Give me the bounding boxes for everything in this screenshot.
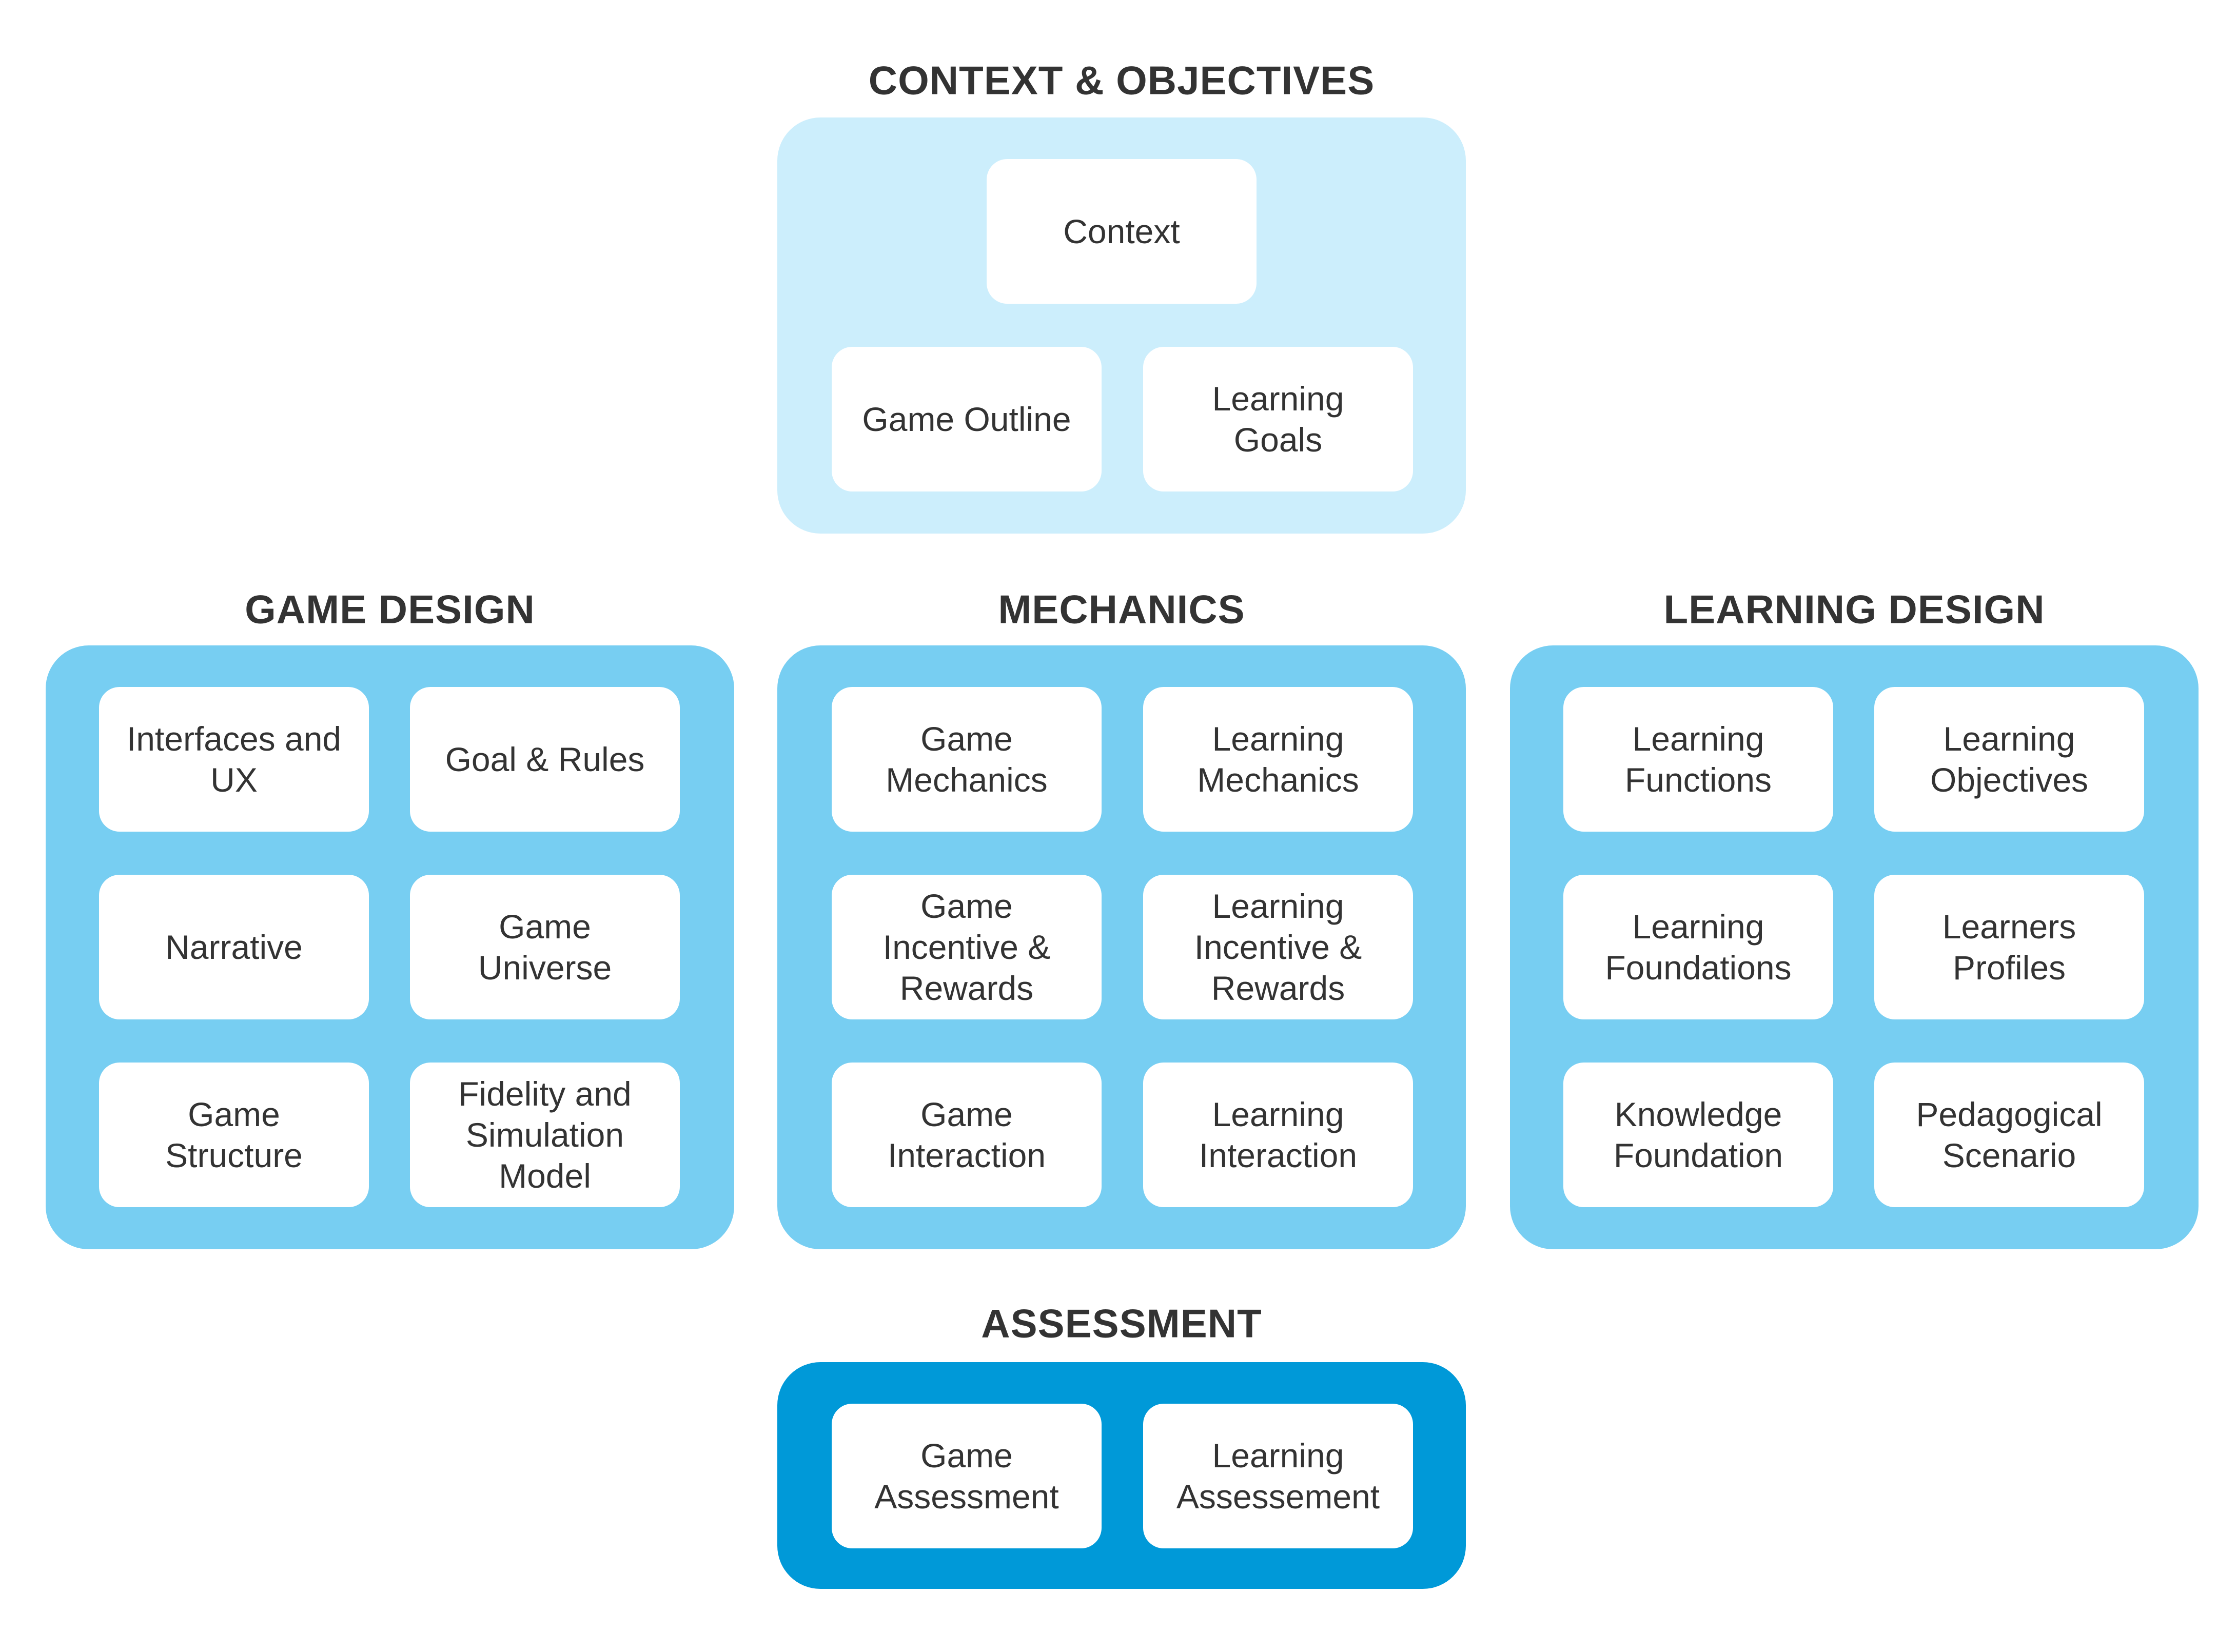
card-learning-functions: Learning Functions (1563, 687, 1833, 832)
mechanics-heading: MECHANICS (998, 586, 1245, 632)
card-narrative: Narrative (99, 875, 369, 1019)
card-game-structure: Game Structure (99, 1063, 369, 1207)
card-learners-profiles: Learners Profiles (1874, 875, 2144, 1019)
card-fidelity-and-simulation-model: Fidelity and Simulation Model (410, 1063, 680, 1207)
context-objectives-heading: CONTEXT & OBJECTIVES (868, 57, 1375, 103)
card-learning-foundations: Learning Foundations (1563, 875, 1833, 1019)
card-learning-goals: Learning Goals (1143, 347, 1413, 491)
card-learning-interaction: Learning Interaction (1143, 1063, 1413, 1207)
card-learning-mechanics: Learning Mechanics (1143, 687, 1413, 832)
card-game-outline: Game Outline (832, 347, 1102, 491)
card-game-mechanics: Game Mechanics (832, 687, 1102, 832)
card-game-interaction: Game Interaction (832, 1063, 1102, 1207)
card-learning-assessement: Learning Assessement (1143, 1404, 1413, 1548)
card-pedagogical-scenario: Pedagogical Scenario (1874, 1063, 2144, 1207)
card-game-assessment: Game Assessment (832, 1404, 1102, 1548)
game-design-heading: GAME DESIGN (245, 586, 535, 632)
card-learning-objectives: Learning Objectives (1874, 687, 2144, 832)
card-goal-rules: Goal & Rules (410, 687, 680, 832)
card-context: Context (987, 159, 1257, 304)
card-learning-incentive-rewards: Learning Incentive & Rewards (1143, 875, 1413, 1019)
card-game-incentive-rewards: Game Incentive & Rewards (832, 875, 1102, 1019)
card-knowledge-foundation: Knowledge Foundation (1563, 1063, 1833, 1207)
card-game-universe: Game Universe (410, 875, 680, 1019)
assessment-heading: ASSESSMENT (981, 1301, 1262, 1346)
card-interfaces-and-ux: Interfaces and UX (99, 687, 369, 832)
learning-design-heading: LEARNING DESIGN (1663, 586, 2045, 632)
